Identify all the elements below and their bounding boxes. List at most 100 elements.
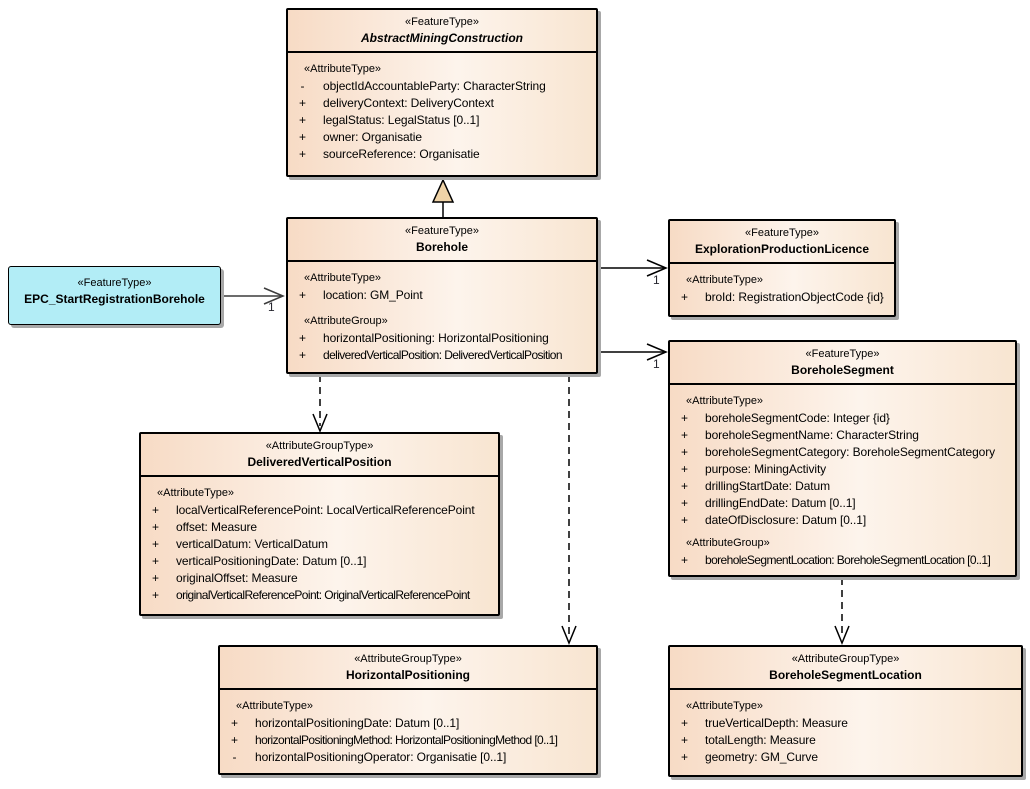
class-deliveredverticalposition[interactable]: «AttributeGroupType» DeliveredVerticalPo… (139, 432, 500, 616)
class-header: «AttributeGroupType» BoreholeSegmentLoca… (670, 647, 1021, 690)
attribute-text: localVerticalReferencePoint: LocalVertic… (176, 503, 475, 517)
class-name: ExplorationProductionLicence (694, 242, 870, 256)
class-header: «FeatureType» Borehole (288, 219, 596, 262)
class-name: EPC_StartRegistrationBorehole (24, 292, 205, 306)
visibility-marker: + (298, 113, 306, 127)
dependency-borehole-to-horizontalpositioning[interactable] (561, 375, 577, 645)
attribute-text: totalLength: Measure (705, 733, 816, 747)
attribute-text: broId: RegistrationObjectCode {id} (705, 290, 884, 304)
class-name: BoreholeSegmentLocation (769, 668, 922, 682)
multiplicity-label: 1 (653, 273, 660, 287)
section-label: «AttributeType» (157, 487, 235, 499)
attribute-text: objectIdAccountableParty: CharacterStrin… (323, 79, 546, 93)
attribute-text: legalStatus: LegalStatus [0..1] (323, 113, 480, 127)
class-explorationproductionlicence[interactable]: «FeatureType» ExplorationProductionLicen… (668, 219, 896, 317)
attribute-row: +location: GM_Point (291, 287, 593, 304)
visibility-marker: + (680, 496, 688, 510)
visibility-marker: + (680, 290, 688, 304)
section-label: «AttributeType» (236, 700, 314, 712)
class-abstractminingconstruction[interactable]: «FeatureType» AbstractMiningConstruction… (286, 8, 598, 177)
section-label: «AttributeType» (686, 274, 764, 286)
visibility-marker: + (151, 503, 159, 517)
attribute-text: originalVerticalReferencePoint: Original… (176, 588, 470, 602)
attribute-text: owner: Organisatie (323, 130, 422, 144)
attribute-text: offset: Measure (176, 520, 257, 534)
attribute-text: deliveredVerticalPosition: DeliveredVert… (323, 348, 563, 362)
attribute-row: + horizontalPositioning: HorizontalPositi… (291, 330, 593, 347)
attribute-row: +verticalDatum: VerticalDatum (144, 536, 495, 553)
attribute-text: horizontalPositioning: HorizontalPositio… (323, 331, 549, 345)
attribute-row: +boreholeSegmentLocation: BoreholeSegmen… (673, 552, 1012, 569)
attribute-compartment: «AttributeType» +boreholeSegmentCode: In… (670, 385, 1015, 572)
attribute-row: + legalStatus: LegalStatus [0..1] (291, 112, 593, 129)
stereotype-label: «AttributeGroupType» (265, 440, 374, 452)
stereotype-label: «AttributeGroupType» (791, 653, 900, 665)
visibility-marker: + (680, 750, 688, 764)
class-horizontalpositioning[interactable]: «AttributeGroupType» HorizontalPositioni… (218, 645, 598, 775)
attribute-text: verticalDatum: VerticalDatum (176, 537, 328, 551)
section-label: «AttributeType» (304, 63, 382, 75)
class-name: HorizontalPositioning (346, 668, 470, 682)
multiplicity-label: 1 (653, 357, 660, 371)
class-borehole[interactable]: «FeatureType» Borehole «AttributeType» +… (286, 217, 598, 374)
attribute-row: +boreholeSegmentName: CharacterString (673, 427, 1012, 444)
attribute-compartment: «AttributeType» +location: GM_Point «Att… (288, 262, 596, 367)
attribute-text: verticalPositioningDate: Datum [0..1] (176, 554, 367, 568)
attribute-row: +deliveredVerticalPosition: DeliveredVer… (291, 347, 593, 364)
visibility-marker: + (298, 331, 306, 345)
attribute-row: + horizontalPositioningMethod: Horizontal… (223, 732, 593, 749)
visibility-marker: + (298, 130, 306, 144)
attribute-row: + geometry: GM_Curve (673, 749, 1018, 766)
attribute-row: +totalLength: Measure (673, 732, 1018, 749)
stereotype-label: «FeatureType» (77, 277, 152, 289)
attribute-text: geometry: GM_Curve (705, 750, 818, 764)
attribute-row: + drillingEndDate: Datum [0..1] (673, 495, 1012, 512)
attribute-compartment: «AttributeType» + localVerticalReferenceP… (141, 477, 498, 607)
class-boreholesegmentlocation[interactable]: «AttributeGroupType» BoreholeSegmentLoca… (668, 645, 1023, 777)
visibility-marker: + (298, 288, 306, 302)
attribute-text: boreholeSegmentCode: Integer {id} (705, 411, 890, 425)
class-name: AbstractMiningConstruction (361, 31, 523, 45)
attribute-compartment: «AttributeType» -objectIdAccountablePart… (288, 53, 596, 166)
attribute-row: +trueVerticalDepth: Measure (673, 715, 1018, 732)
attribute-row: - horizontalPositioningOperator: Organisa… (223, 749, 593, 766)
attribute-text: originalOffset: Measure (176, 571, 298, 585)
attribute-text: horizontalPositioningDate: Datum [0..1] (255, 716, 460, 730)
visibility-marker: - (232, 750, 237, 764)
visibility-marker: + (680, 445, 688, 459)
visibility-marker: + (230, 716, 238, 730)
visibility-marker: + (151, 554, 159, 568)
section-label: «AttributeType» (304, 272, 382, 284)
class-header: «FeatureType» ExplorationProductionLicen… (670, 221, 894, 264)
attribute-row: -objectIdAccountableParty: CharacterStri… (291, 78, 593, 95)
attribute-text: horizontalPositioningMethod: HorizontalP… (255, 733, 558, 747)
generalization-borehole-to-abstractminingconstruction[interactable] (431, 178, 455, 217)
attribute-row: + broId: RegistrationObjectCode {id} (673, 289, 891, 306)
attribute-row: + verticalPositioningDate: Datum [0..1] (144, 553, 495, 570)
stereotype-label: «FeatureType» (745, 227, 819, 239)
visibility-marker: + (298, 147, 306, 161)
class-epc-startregistrationborehole[interactable]: «FeatureType» EPC_StartRegistrationBoreh… (8, 266, 221, 325)
attribute-row: +originalVerticalReferencePoint: Origina… (144, 587, 495, 604)
section-label: «AttributeGroup» (686, 537, 770, 549)
dependency-borehole-to-deliveredverticalposition[interactable] (312, 375, 328, 433)
attribute-compartment: «AttributeType» + horizontalPositioningDa… (220, 690, 596, 769)
attribute-text: dateOfDisclosure: Datum [0..1] (705, 513, 867, 527)
class-name: DeliveredVerticalPosition (247, 455, 392, 469)
visibility-marker: + (230, 733, 238, 747)
attribute-row: + deliveryContext: DeliveryContext (291, 95, 593, 112)
stereotype-label: «FeatureType» (405, 16, 479, 28)
section-label: «AttributeType» (686, 395, 764, 407)
stereotype-label: «AttributeGroupType» (354, 653, 462, 665)
attribute-text: horizontalPositioningOperator: Organisat… (255, 750, 507, 764)
attribute-row: + dateOfDisclosure: Datum [0..1] (673, 512, 1012, 529)
attribute-row: +boreholeSegmentCode: Integer {id} (673, 410, 1012, 427)
visibility-marker: + (680, 513, 688, 527)
attribute-row: +drillingStartDate: Datum (673, 478, 1012, 495)
class-boreholesegment[interactable]: «FeatureType» BoreholeSegment «Attribute… (668, 340, 1017, 577)
dependency-boreholesegment-to-boreholesegmentlocation[interactable] (834, 578, 850, 645)
attribute-text: deliveryContext: DeliveryContext (323, 96, 494, 110)
visibility-marker: + (298, 96, 306, 110)
attribute-text: boreholeSegmentLocation: BoreholeSegment… (705, 553, 991, 567)
attribute-text: drillingEndDate: Datum [0..1] (705, 496, 856, 510)
